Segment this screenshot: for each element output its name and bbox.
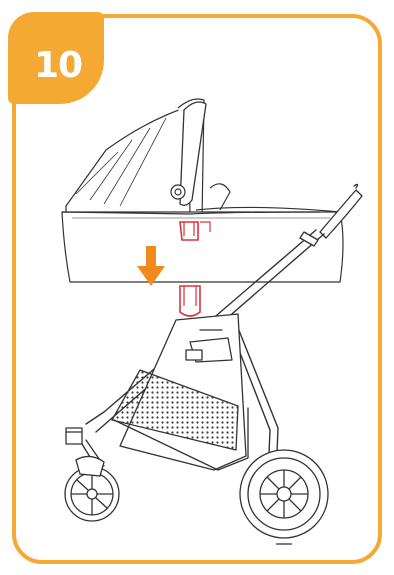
front-wheel-icon (65, 456, 119, 521)
rear-wheel-icon (240, 450, 328, 544)
frame-adapter-icon (180, 286, 200, 316)
